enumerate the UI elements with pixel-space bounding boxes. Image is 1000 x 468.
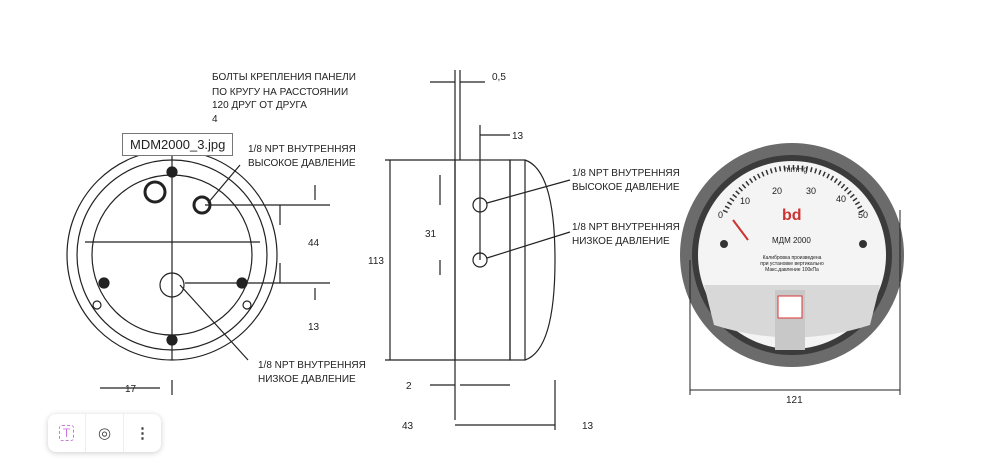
drawing-label: 1/8 NPT ВНУТРЕННЯЯ — [258, 360, 366, 371]
drawing-label: 1/8 NPT ВНУТРЕННЯЯ — [572, 168, 680, 179]
filename-tooltip: MDM2000_3.jpg — [122, 133, 234, 156]
drawing-label: ВЫСОКОЕ ДАВЛЕНИЕ — [248, 158, 356, 169]
drawing-label: 121 — [786, 395, 803, 406]
drawing-label: 4 — [212, 114, 218, 125]
drawing-label: 1/8 NPT ВНУТРЕННЯЯ — [248, 144, 356, 155]
drawing-label: 0,5 — [492, 72, 506, 83]
drawing-label: НИЗКОЕ ДАВЛЕНИЕ — [258, 374, 356, 385]
drawing-label: при установке вертикально — [760, 261, 824, 267]
drawing-label: mmHg — [784, 165, 808, 174]
drawing-label: НИЗКОЕ ДАВЛЕНИЕ — [572, 236, 670, 247]
drawing-label: 40 — [836, 194, 846, 204]
drawing-label: 44 — [308, 238, 320, 249]
drawing-label: 31 — [425, 229, 437, 240]
drawing-label: 2 — [406, 381, 412, 392]
drawing-label: 120 ДРУГ ОТ ДРУГА — [212, 100, 307, 111]
drawing-label: Макс.давление 100кПа — [765, 267, 819, 273]
more-options-button[interactable]: ⋮ — [124, 414, 161, 452]
drawing-label: 20 — [772, 186, 782, 196]
drawing-label: 13 — [308, 322, 320, 333]
drawing-label: 30 — [806, 186, 816, 196]
drawing-label: 113 — [368, 256, 384, 267]
visual-search-button[interactable]: ◎ — [86, 414, 124, 452]
gauge-photo: bd — [680, 143, 904, 395]
drawing-label: 43 — [402, 421, 414, 432]
image-toolbar: T ◎ ⋮ — [48, 414, 161, 452]
drawing-label: 17 — [125, 384, 137, 395]
text-recognition-button[interactable]: T — [48, 414, 86, 452]
drawing-label: БОЛТЫ КРЕПЛЕНИЯ ПАНЕЛИ — [212, 72, 356, 83]
drawing-label: bd — [782, 207, 802, 224]
drawing-label: 50 — [858, 210, 868, 220]
drawing-label: МДМ 2000 — [772, 236, 811, 245]
drawing-label: ПО КРУГУ НА РАССТОЯНИИ — [212, 87, 348, 98]
drawing-label: 0 — [718, 210, 723, 220]
drawing-label: 13 — [582, 421, 594, 432]
text-recognition-icon: T — [58, 425, 75, 441]
camera-search-icon: ◎ — [97, 425, 112, 442]
drawing-label: 10 — [740, 196, 750, 206]
drawing-label: 13 — [512, 131, 524, 142]
drawing-label: Калибровка произведена — [763, 255, 822, 261]
side-view — [385, 70, 571, 430]
more-vertical-icon: ⋮ — [135, 425, 150, 442]
drawing-label: ВЫСОКОЕ ДАВЛЕНИЕ — [572, 182, 680, 193]
drawing-label: 1/8 NPT ВНУТРЕННЯЯ — [572, 222, 680, 233]
front-view — [66, 149, 330, 395]
